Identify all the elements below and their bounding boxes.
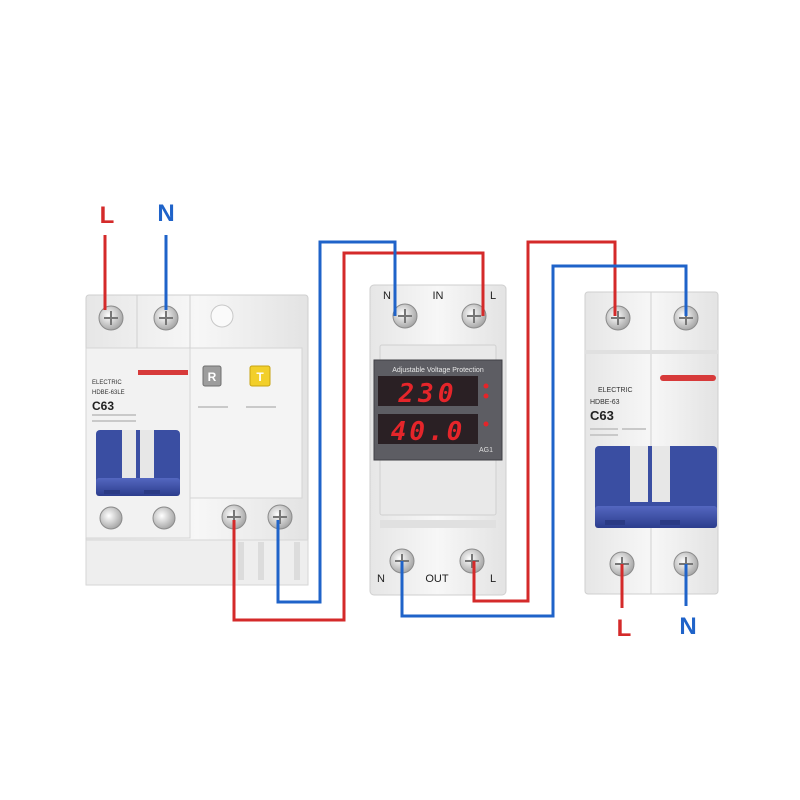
- rcbo-to-protector-line-wire: [232, 251, 485, 622]
- mcb-breaker: ELECTRIC HDBE-63 C63: [584, 291, 719, 595]
- protector-out-label: OUT: [425, 573, 449, 585]
- test-button[interactable]: [249, 365, 271, 387]
- rcbo-model: HDBE-63LE: [92, 390, 125, 396]
- protector-title: Adjustable Voltage Protection: [392, 367, 484, 374]
- mcb-status-stripe: [660, 375, 716, 381]
- mcb-rating: C63: [590, 408, 614, 423]
- rcbo-status-stripe: [138, 370, 188, 375]
- protector-in-label: IN: [433, 290, 444, 302]
- voltage-reading: 230: [398, 379, 458, 409]
- voltage-protector: N IN L Adjustable Voltage Protection 230…: [369, 284, 507, 596]
- protector-top-l-label: L: [490, 290, 496, 302]
- protector-to-mcb-neutral-wire: [400, 264, 688, 618]
- reset-button[interactable]: [202, 365, 222, 387]
- mcb-toggle-handle[interactable]: [595, 446, 717, 528]
- rcbo-bottom-screw-1: [99, 506, 123, 530]
- rcbo-rating: C63: [92, 399, 114, 413]
- reset-button-label: R: [208, 370, 217, 384]
- input-line-label: L: [100, 202, 115, 229]
- rcbo-rcd-panel: [189, 347, 303, 499]
- rcbo-to-protector-neutral-wire: [276, 240, 397, 604]
- input-neutral-label: N: [157, 200, 174, 227]
- mcb-model: HDBE-63: [590, 399, 620, 406]
- mcb-brand: ELECTRIC: [598, 387, 633, 394]
- protector-top-n-label: N: [383, 290, 391, 302]
- protector-bottom-n-label: N: [377, 573, 385, 585]
- protector-model: AG1: [479, 447, 493, 454]
- wires: [103, 235, 688, 622]
- protector-bottom-l-label: L: [490, 573, 496, 585]
- test-button-label: T: [256, 370, 264, 384]
- rcbo-bottom-screw-2: [152, 506, 176, 530]
- rcbo-toggle-handle[interactable]: [96, 430, 180, 496]
- rcbo-brand: ELECTRIC: [92, 380, 122, 386]
- output-line-label: L: [617, 615, 632, 642]
- protector-to-mcb-line-wire: [472, 240, 617, 603]
- rcbo-breaker: ELECTRIC HDBE-63LE C63 R T: [85, 294, 309, 586]
- output-neutral-label: N: [679, 613, 696, 640]
- rcbo-top-indicator: [210, 304, 234, 328]
- current-reading: 40.0: [391, 417, 466, 447]
